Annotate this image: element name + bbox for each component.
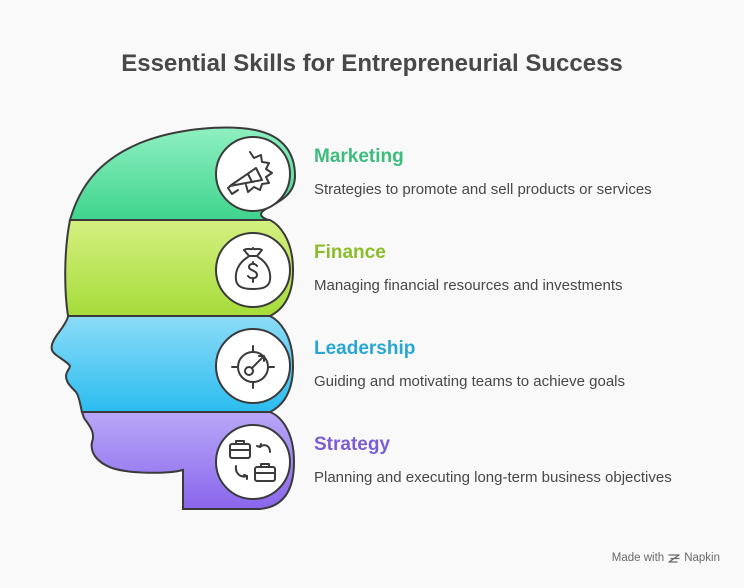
- skill-marketing: Marketing Strategies to promote and sell…: [314, 146, 734, 199]
- skill-title: Leadership: [314, 338, 416, 359]
- napkin-logo-icon: [668, 553, 680, 563]
- page-title: Essential Skills for Entrepreneurial Suc…: [121, 50, 623, 77]
- skill-strategy: Strategy Planning and executing long-ter…: [314, 434, 734, 487]
- skill-description: Guiding and motivating teams to achieve …: [314, 373, 626, 390]
- circle-marketing: [215, 136, 291, 212]
- skill-description: Planning and executing long-term busines…: [314, 469, 672, 486]
- money-bag-icon: [234, 247, 272, 290]
- napkin-watermark[interactable]: Made with Napkin: [612, 552, 720, 564]
- made-with-label: Made with: [611, 552, 665, 564]
- target-icon: [231, 345, 275, 389]
- skill-description: Strategies to promote and sell products …: [314, 181, 652, 198]
- skill-title: Finance: [314, 242, 386, 263]
- skill-finance: Finance Managing financial resources and…: [314, 242, 734, 295]
- napkin-brand: Napkin: [684, 552, 720, 564]
- circle-strategy: [215, 424, 291, 500]
- skill-title: Marketing: [314, 146, 404, 167]
- skill-title: Strategy: [314, 434, 391, 455]
- megaphone-icon: [227, 151, 273, 195]
- skill-description: Managing financial resources and investm…: [314, 277, 623, 294]
- skill-leadership: Leadership Guiding and motivating teams …: [314, 338, 734, 391]
- briefcase-exchange-icon: [229, 440, 276, 482]
